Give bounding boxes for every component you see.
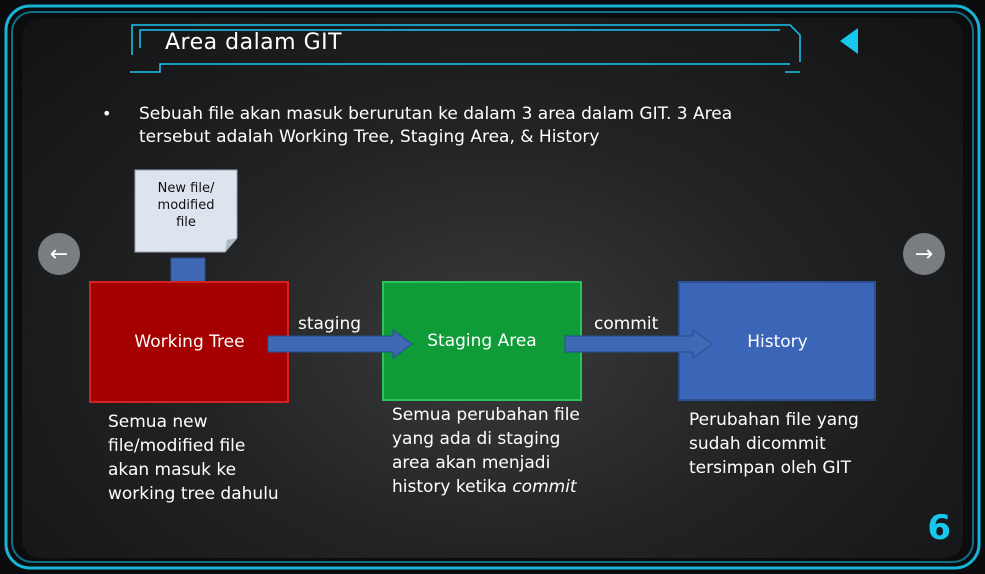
prev-slide-button[interactable]: ← [38,233,80,275]
description-working-tree: Semua new file/modified file akan masuk … [108,410,279,506]
node-label-staging-area: Staging Area [427,331,537,351]
bullet-line: tersebut adalah Working Tree, Staging Ar… [139,127,600,147]
edge-commit-arrow [564,329,713,359]
description-line: area akan menjadi [392,453,551,473]
input-note-fold [225,238,237,252]
arrow-right-icon: → [914,241,934,267]
input-note-line: New file/ [157,181,215,196]
description-line: working tree dahulu [108,484,279,504]
description-line: Perubahan file yang [689,410,859,430]
next-slide-button[interactable]: → [903,233,945,275]
description-staging-area: Semua perubahan file yang ada di staging… [392,403,580,499]
description-text: history ketika [392,477,513,497]
triangle-left-icon[interactable] [838,28,860,54]
input-note-line: file [176,215,196,230]
edge-staging-arrow [267,329,413,359]
input-note-line: modified [157,198,215,213]
arrow-left-icon: ← [49,241,69,267]
page-title: Area dalam GIT [165,30,343,55]
description-line: tersimpan oleh GIT [689,458,851,478]
node-working-tree [89,281,289,403]
description-history: Perubahan file yang sudah dicommit tersi… [689,408,859,480]
bullet-line: Sebuah file akan masuk berurutan ke dala… [139,104,733,124]
node-history [678,281,876,401]
description-line: history ketika commit [392,475,580,499]
description-line: akan masuk ke [108,460,237,480]
bullet-text: Sebuah file akan masuk berurutan ke dala… [139,103,859,149]
commit-emphasis: commit [512,477,577,497]
input-note: New file/ modified file [135,180,237,252]
page-number: 6 [927,508,951,548]
edge-label-commit: commit [594,314,659,334]
description-line: file/modified file [108,436,246,456]
description-line: Semua perubahan file [392,405,580,425]
description-line: sudah dicommit [689,434,826,454]
node-label-working-tree: Working Tree [134,332,245,352]
description-line: yang ada di staging [392,429,561,449]
node-label-history: History [747,332,808,352]
node-staging-area [382,281,582,401]
bullet-marker: • [102,104,112,123]
description-line: Semua new [108,412,208,432]
edge-label-staging: staging [298,314,362,334]
